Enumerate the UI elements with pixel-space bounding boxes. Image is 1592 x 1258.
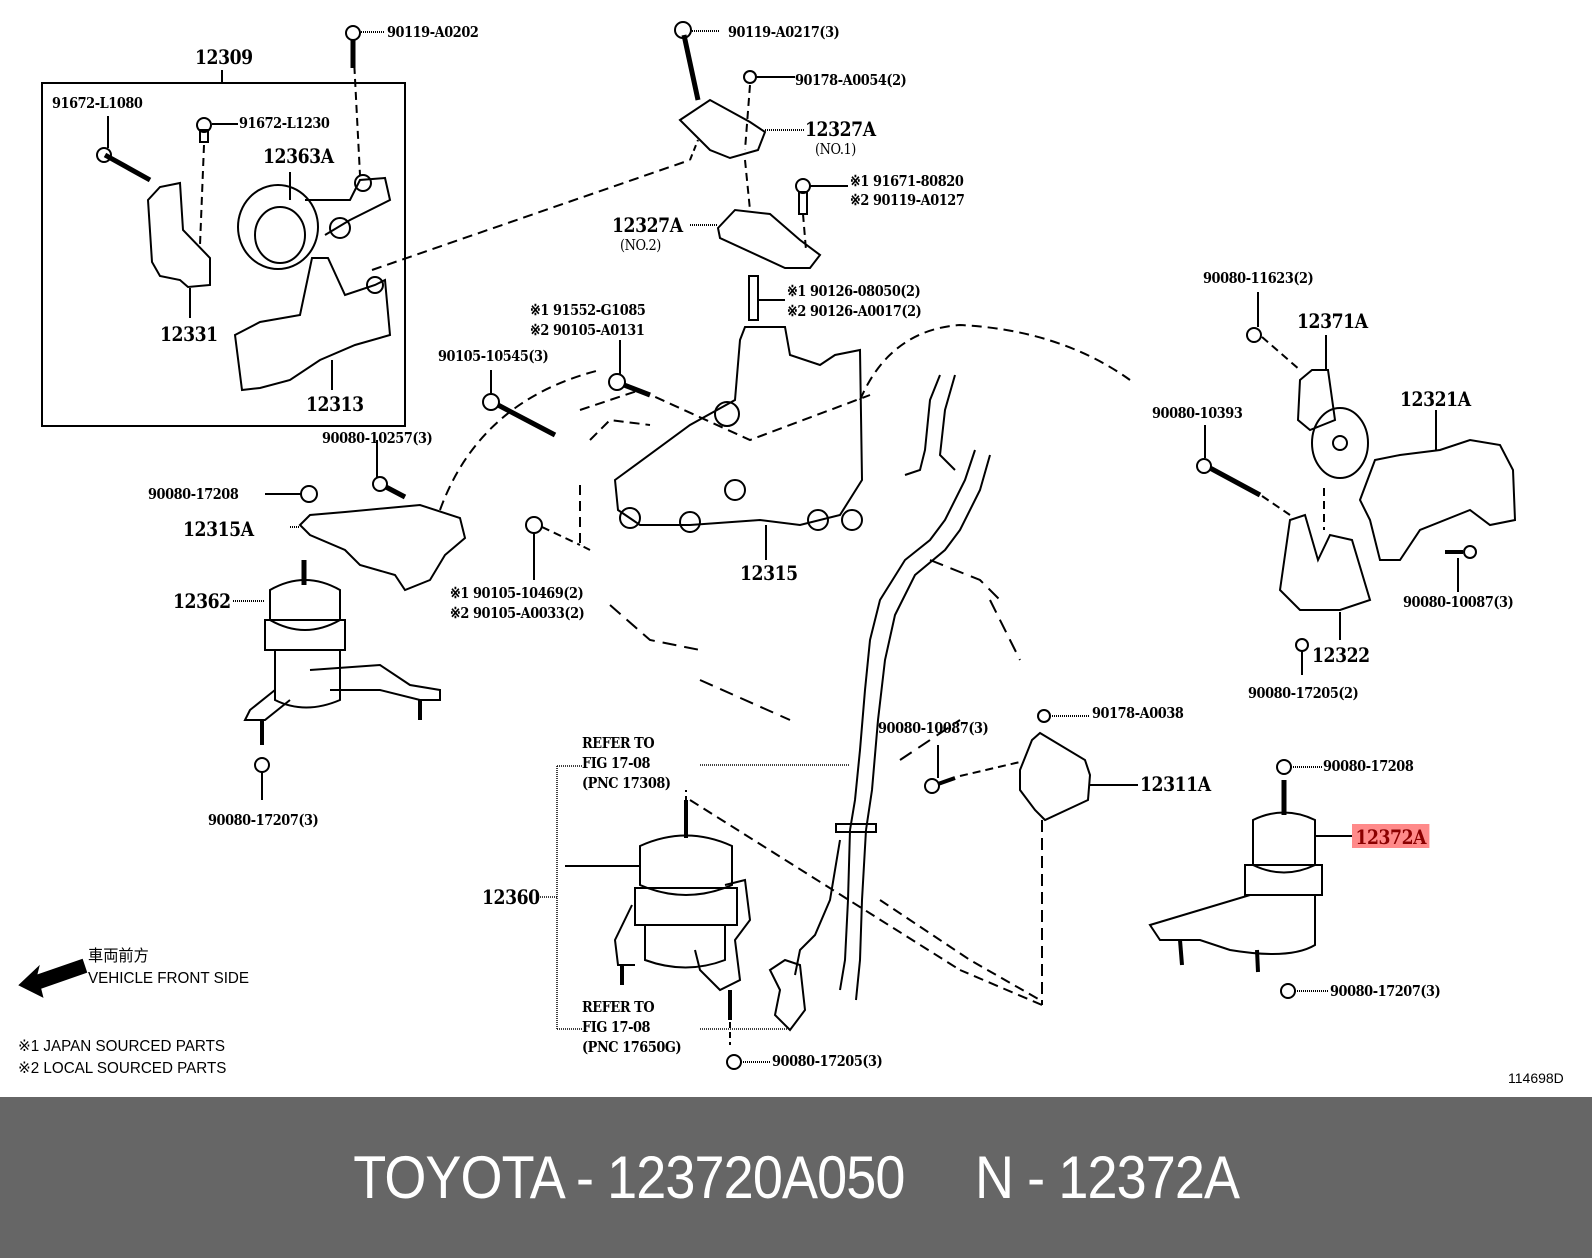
part-12327A-no1 <box>674 21 805 160</box>
label-90126-A0017: ※2 90126-A0017(2) <box>787 302 922 320</box>
bolt-90080-10393 <box>1196 425 1291 516</box>
label-90126-08050: ※1 90126-08050(2) <box>787 282 921 300</box>
label-91552-G1085: ※1 91552-G1085 <box>530 301 646 319</box>
label-12309: 12309 <box>195 45 253 69</box>
part-12315-bracket <box>579 326 871 560</box>
parts-diagram: 12309 91672-L1080 91672-L1230 12363A 123… <box>18 21 1564 1086</box>
label-90080-11623: 90080-11623(2) <box>1203 269 1314 287</box>
label-90119-A0217: 90119-A0217(3) <box>728 23 840 41</box>
label-12327A-no1: 12327A <box>805 117 876 141</box>
label-12327A-no2: 12327A <box>612 213 683 237</box>
dashed-arc-right <box>859 323 1131 401</box>
label-12327A-no2-sub: (NO.2) <box>620 236 661 254</box>
label-90080-17205-2: 90080-17205(2) <box>1248 684 1359 702</box>
label-12321A: 12321A <box>1400 387 1471 411</box>
part-12311A-bracket <box>924 709 1138 1006</box>
label-90080-17205-3: 90080-17205(3) <box>772 1052 883 1070</box>
part-12360-mount <box>565 790 961 1070</box>
label-90080-17207-right: 90080-17207(3) <box>1330 982 1441 1000</box>
label-91672-L1080: 91672-L1080 <box>52 94 143 112</box>
label-90119-A0202: 90119-A0202 <box>387 23 479 41</box>
label-90080-17208-right: 90080-17208 <box>1323 757 1414 775</box>
label-12313: 12313 <box>306 392 364 416</box>
label-vehicle-front-en: VEHICLE FRONT SIDE <box>88 970 250 987</box>
label-12331: 12331 <box>160 322 218 346</box>
vehicle-front-arrow-icon <box>18 958 88 998</box>
label-12327A-no1-sub: (NO.1) <box>815 140 856 158</box>
label-12315: 12315 <box>740 561 798 585</box>
label-91671-80820: ※1 91671-80820 <box>850 172 964 190</box>
figure-id: 114698D <box>1508 1070 1564 1086</box>
label-refer-pnc-17650G: REFER TO FIG 17-08 (PNC 17650G) <box>582 998 682 1056</box>
part-12372A-mount[interactable] <box>1148 759 1352 999</box>
engine-outline <box>609 559 1041 1001</box>
bolt-91672-L1230 <box>196 117 238 246</box>
label-12363A: 12363A <box>263 144 334 168</box>
dashed-arc-left <box>439 369 601 511</box>
label-90105-A0033: ※2 90105-A0033(2) <box>450 604 585 622</box>
label-90119-A0127: ※2 90119-A0127 <box>850 191 965 209</box>
refer-bracket <box>540 764 850 1030</box>
label-vehicle-front-jp: 車両前方 <box>88 948 149 965</box>
stud-90126 <box>748 275 785 321</box>
diagram-drawing <box>18 21 1517 1070</box>
bolts-90105 <box>482 340 651 580</box>
label-90178-A0054: 90178-A0054(2) <box>795 71 907 89</box>
note-local-sourced: ※2 LOCAL SOURCED PARTS <box>18 1060 227 1077</box>
group-box-12309 <box>41 82 406 427</box>
label-90105-A0131: ※2 90105-A0131 <box>530 321 645 339</box>
label-12360: 12360 <box>482 885 540 909</box>
part-12327A-no2 <box>690 159 848 269</box>
label-91672-L1230: 91672-L1230 <box>239 114 330 132</box>
part-12321A-bracket <box>1358 410 1517 592</box>
part-12315A-bracket <box>265 440 467 592</box>
label-90080-17208-left: 90080-17208 <box>148 485 239 503</box>
label-90080-10257: 90080-10257(3) <box>322 429 433 447</box>
part-12371A-mount <box>1246 292 1369 479</box>
label-90105-10545: 90105-10545(3) <box>438 347 549 365</box>
label-90080-10087-mid: 90080-10087(3) <box>878 719 989 737</box>
label-90080-10393: 90080-10393 <box>1152 404 1243 422</box>
label-12372A-highlighted[interactable]: 12372A <box>1352 824 1430 848</box>
label-12311A: 12311A <box>1140 772 1211 796</box>
hose-assembly <box>768 374 991 1032</box>
part-12313-bracket <box>233 139 699 392</box>
label-12322: 12322 <box>1312 643 1370 667</box>
part-12322-bracket <box>1278 488 1372 675</box>
label-12315A: 12315A <box>183 517 254 541</box>
part-12363A-mount <box>237 25 392 270</box>
label-12371A: 12371A <box>1297 309 1368 333</box>
part-number-text: TOYOTA - 123720A050 N - 12372A <box>353 1144 1240 1211</box>
part-number-banner: TOYOTA - 123720A050 N - 12372A <box>0 1097 1592 1258</box>
label-90080-17207-left: 90080-17207(3) <box>208 811 319 829</box>
note-japan-sourced: ※1 JAPAN SOURCED PARTS <box>18 1038 226 1055</box>
label-refer-pnc-17308: REFER TO FIG 17-08 (PNC 17308) <box>582 734 671 792</box>
part-12331-bracket <box>96 116 211 318</box>
part-12362-mount <box>233 560 441 800</box>
label-12362: 12362 <box>173 589 231 613</box>
label-90080-10087-right: 90080-10087(3) <box>1403 593 1514 611</box>
label-90178-A0038: 90178-A0038 <box>1092 704 1184 722</box>
label-90105-10469: ※1 90105-10469(2) <box>450 584 584 602</box>
